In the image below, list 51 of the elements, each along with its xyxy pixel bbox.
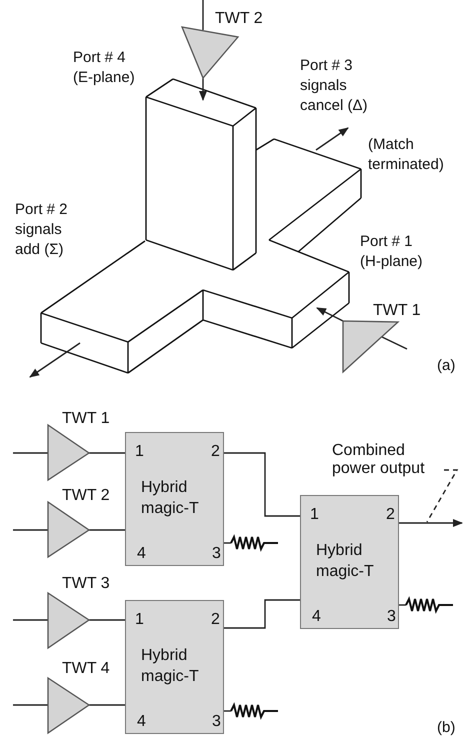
amplifier-label: TWT 1 — [62, 410, 110, 428]
port-number: 2 — [211, 611, 220, 629]
amplifier-label: TWT 4 — [62, 660, 110, 678]
resistor-symbol — [405, 596, 453, 614]
arrow — [316, 307, 344, 322]
port-number: 3 — [387, 608, 396, 626]
arrow — [199, 78, 207, 101]
port-label: Port # 3 signals cancel (Δ) — [300, 56, 369, 116]
connector-line — [382, 336, 408, 350]
port-number: 1 — [135, 611, 144, 629]
hybrid-tee-box — [300, 495, 399, 629]
hybrid-tee-box — [125, 432, 224, 566]
arrow — [398, 519, 463, 527]
connector-line — [13, 452, 48, 454]
connector-line — [223, 452, 300, 517]
port-number: 2 — [211, 443, 220, 461]
amplifier-label: TWT 2 — [215, 10, 263, 28]
port-number: 4 — [137, 713, 146, 731]
connector-line — [223, 599, 300, 629]
port-label: Port # 2 signals add (Σ) — [15, 200, 69, 260]
connector-line — [13, 529, 48, 531]
amplifier-label: TWT 2 — [62, 487, 110, 505]
connector-line — [89, 529, 125, 531]
hybrid-tee-box — [125, 600, 224, 734]
port-label: Port # 4 (E-plane) — [73, 48, 136, 88]
leader-line — [426, 469, 458, 522]
connector-line — [202, 0, 204, 30]
port-number: 4 — [312, 608, 321, 626]
connector-line — [89, 704, 125, 706]
connector-line — [13, 619, 48, 621]
panel-label: (b) — [437, 718, 456, 738]
block-label: Hybrid magic-T — [316, 541, 375, 582]
port-label: Port # 1 (H-plane) — [360, 232, 424, 272]
panel-label: (a) — [437, 356, 456, 376]
port-number: 4 — [137, 545, 146, 563]
port-number: 3 — [212, 713, 221, 731]
amplifier-label: TWT 1 — [373, 302, 421, 320]
resistor-symbol — [230, 534, 278, 552]
port-note: (Match terminated) — [368, 135, 445, 175]
block-label: Hybrid magic-T — [141, 646, 200, 687]
output-label: Combined power output — [332, 442, 452, 478]
port-number: 1 — [310, 506, 319, 524]
block-label: Hybrid magic-T — [141, 478, 200, 519]
connector-line — [89, 452, 125, 454]
port-number: 3 — [212, 545, 221, 563]
port-number: 1 — [135, 443, 144, 461]
resistor-symbol — [230, 702, 278, 720]
connector-line — [13, 704, 48, 706]
port-number: 2 — [386, 506, 395, 524]
amplifier-label: TWT 3 — [62, 575, 110, 593]
connector-line — [89, 619, 125, 621]
